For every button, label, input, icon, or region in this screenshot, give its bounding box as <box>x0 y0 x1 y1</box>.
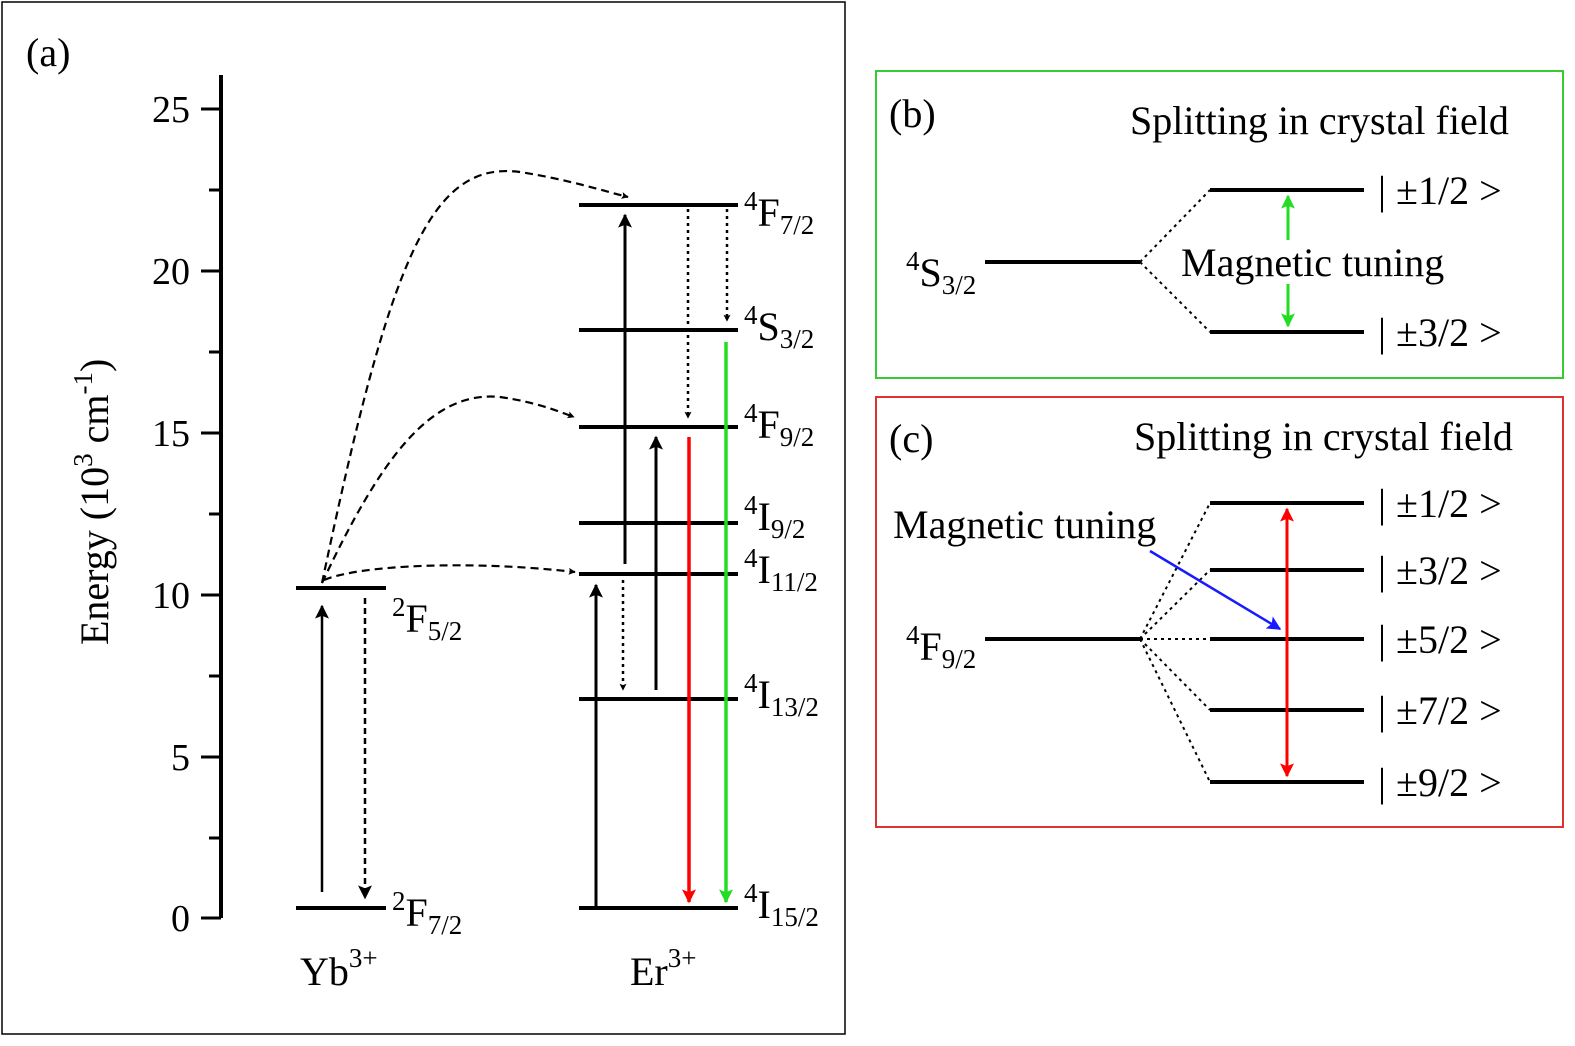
panel-b-level-label: 4S3/2 <box>906 246 976 300</box>
axis-tick-labels: 0 5 10 15 20 25 <box>152 89 190 940</box>
er-label-4i152: 4I15/2 <box>744 878 819 932</box>
panel-a-border <box>1 1 846 1035</box>
tick-label-0: 0 <box>171 898 190 940</box>
tick-label-20: 20 <box>152 251 190 293</box>
energy-transfer-to-4f92 <box>321 395 575 584</box>
panel-c-state-2: | ±3/2 > <box>1378 548 1502 593</box>
tick-label-5: 5 <box>171 737 190 779</box>
er-levels <box>579 203 738 910</box>
panel-b-split-line-2 <box>1139 261 1211 333</box>
panel-b-split-line-1 <box>1139 189 1211 263</box>
er-level-labels: 4F7/2 4S3/2 4F9/2 4I9/2 4I11/2 4I13/2 4I… <box>744 186 819 932</box>
panel-b-state-2: | ±3/2 > <box>1378 310 1502 355</box>
er-label-4i92: 4I9/2 <box>744 490 805 544</box>
panel-b-border <box>875 70 1564 379</box>
panel-b-tuning-label: Magnetic tuning <box>1181 240 1444 285</box>
axis-title: Energy (103 cm-1) <box>68 359 117 645</box>
panel-c-border <box>875 396 1564 828</box>
tick-label-10: 10 <box>152 575 190 617</box>
er-label-4s32: 4S3/2 <box>744 300 814 354</box>
ion-label-yb: Yb3+ <box>300 943 378 994</box>
panel-c-title: Splitting in crystal field <box>1134 414 1513 459</box>
panel-c-level-label: 4F9/2 <box>906 620 976 674</box>
panel-c-state-1: | ±1/2 > <box>1378 481 1502 526</box>
panel-c-split-lines <box>1139 502 1211 783</box>
panel-b-title: Splitting in crystal field <box>1130 98 1509 143</box>
panel-c-state-4: | ±7/2 > <box>1378 688 1502 733</box>
er-label-4i132: 4I13/2 <box>744 668 819 722</box>
axis-ticks <box>201 107 221 920</box>
tick-label-25: 25 <box>152 89 190 131</box>
panel-b-state-1: | ±1/2 > <box>1378 168 1502 213</box>
er-label-4f92: 4F9/2 <box>744 398 814 452</box>
panel-a-label: (a) <box>26 30 70 75</box>
ion-label-er: Er3+ <box>630 943 697 994</box>
yb-label-2f52: 2F5/2 <box>392 592 462 646</box>
er-label-4i112: 4I11/2 <box>744 543 818 597</box>
yb-label-2f72: 2F7/2 <box>392 886 462 940</box>
energy-transfer-to-4f72 <box>320 169 629 584</box>
panel-b-label: (b) <box>889 91 936 136</box>
panel-c-state-5: | ±9/2 > <box>1378 760 1502 805</box>
panel-c-state-3: | ±5/2 > <box>1378 617 1502 662</box>
tick-label-15: 15 <box>152 413 190 455</box>
energy-transfer-to-4i112 <box>323 564 576 582</box>
panel-c-label: (c) <box>889 416 933 461</box>
panel-c-tuning-pointer <box>1149 549 1282 631</box>
er-label-4f72: 4F7/2 <box>744 186 814 240</box>
panel-c-tuning-label: Magnetic tuning <box>893 502 1156 547</box>
